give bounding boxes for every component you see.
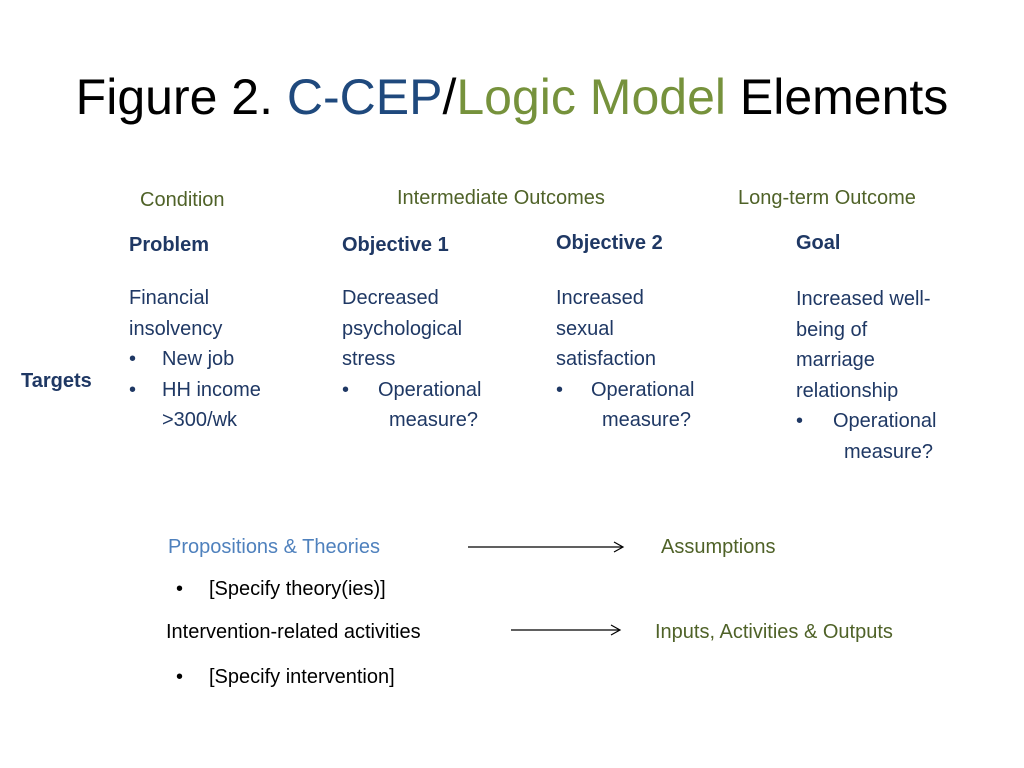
objective-2-line: Increased [556,287,644,309]
bullet-icon: • [129,378,137,401]
problem-description: Financial insolvency • New job • HH inco… [129,283,309,436]
title-slash: / [442,69,457,125]
objective-1-line: Decreased [342,287,439,309]
intermediate-outcomes-header: Intermediate Outcomes [397,187,605,209]
goal-line: marriage [796,349,875,371]
objective-1-line: stress [342,348,396,370]
slide-title: Figure 2. C-CEP/Logic Model Elements [0,62,1024,132]
bullet-icon: • [796,410,804,432]
bullet-text: measure? [602,409,691,431]
objective-1-description: Decreased psychological stress • Operati… [342,283,532,436]
bullet-text: measure? [389,409,478,431]
inputs-activities-outputs-label: Inputs, Activities & Outputs [655,621,893,643]
problem-line: Financial [129,287,210,309]
goal-heading: Goal [796,232,841,254]
bullet-icon: • [129,348,137,370]
bullet-text: Operational [833,410,937,432]
title-elements: Elements [725,69,949,125]
title-logic-model: Logic Model [456,69,726,125]
intervention-bullet-item: • [Specify intervention] [176,664,395,690]
goal-line: relationship [796,379,899,402]
bullet-text: HH income [162,378,261,401]
objective-2-description: Increased sexual satisfaction • Operatio… [556,283,746,436]
objective-2-line: satisfaction [556,348,657,370]
theory-bullet-text: [Specify theory(ies)] [209,578,386,600]
objective-1-line: psychological [342,317,463,340]
condition-header: Condition [140,189,225,211]
goal-line: Increased well- [796,288,931,310]
problem-line: insolvency [129,317,223,340]
objective-2-heading: Objective 2 [556,232,663,254]
goal-bullet-item: • Operational measure? [796,406,996,467]
problem-bullet-item: • New job [129,344,309,375]
bullet-text: measure? [844,440,933,463]
targets-row-label: Targets [21,370,92,392]
long-term-outcome-header: Long-term Outcome [738,187,916,209]
bullet-icon: • [176,666,184,688]
bullet-text: >300/wk [162,409,238,431]
objective-1-heading: Objective 1 [342,234,449,256]
bullet-text: Operational [591,378,695,401]
goal-line: being of [796,318,868,341]
bullet-icon: • [342,378,350,401]
intervention-activities-label: Intervention-related activities [166,621,421,643]
propositions-theories-label: Propositions & Theories [168,536,380,558]
bullet-text: Operational [378,378,482,401]
theory-bullet-item: • [Specify theory(ies)] [176,576,386,602]
problem-bullet-item: • HH income >300/wk [129,375,309,436]
right-arrow-icon [511,624,622,636]
problem-heading: Problem [129,234,210,256]
title-ccep: C-CEP [286,69,443,125]
objective-2-line: sexual [556,317,614,340]
objective-2-bullet-item: • Operational measure? [556,375,746,436]
goal-description: Increased well- being of marriage relati… [796,284,996,467]
assumptions-label: Assumptions [661,536,776,558]
bullet-icon: • [176,578,184,600]
bullet-text: New job [162,348,235,370]
right-arrow-icon [468,541,625,553]
objective-1-bullet-item: • Operational measure? [342,375,532,436]
intervention-bullet-text: [Specify intervention] [209,666,395,688]
bullet-icon: • [556,378,564,401]
title-figure-label: Figure 2. [75,69,287,125]
